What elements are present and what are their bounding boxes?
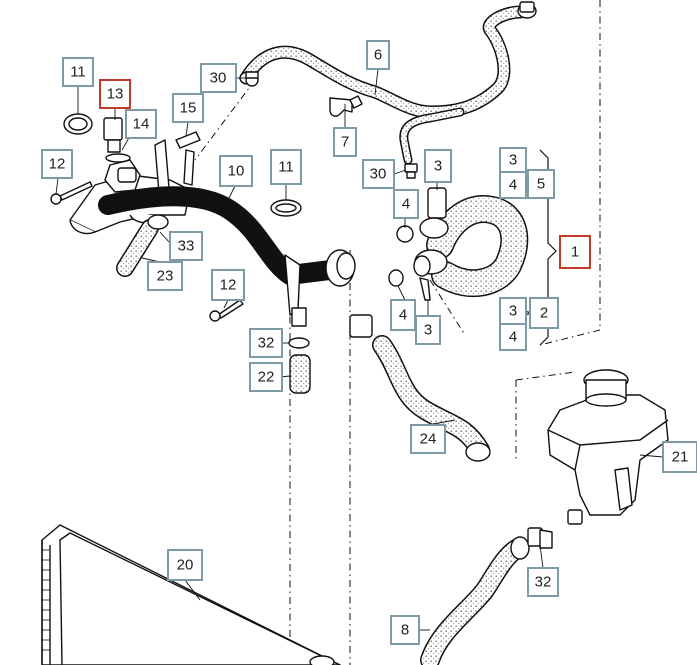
svg-text:30: 30 <box>210 70 227 87</box>
svg-text:5: 5 <box>537 176 545 193</box>
hose-23 <box>116 214 169 277</box>
o-ring-11-right <box>270 199 302 217</box>
part-label-12-left: 12 <box>41 149 73 179</box>
o-ring-11-left <box>63 113 93 135</box>
part-label-32-right: 32 <box>527 567 559 597</box>
svg-text:12: 12 <box>220 277 237 294</box>
svg-text:22: 22 <box>258 369 275 386</box>
part-label-3-a: 3 <box>424 149 452 183</box>
part-label-10: 10 <box>219 155 253 187</box>
part-label-13: 13 <box>99 79 131 109</box>
part-label-21: 21 <box>662 441 697 473</box>
svg-text:11: 11 <box>278 159 294 176</box>
seal-15 <box>175 131 201 149</box>
part-label-32-left: 32 <box>249 328 283 358</box>
hose-22 <box>288 307 311 394</box>
part-label-4-b: 4 <box>499 171 527 199</box>
part-label-24: 24 <box>410 424 446 454</box>
part-label-11-left: 11 <box>62 57 94 87</box>
part-label-33: 33 <box>169 231 203 261</box>
bolt-12-right <box>209 299 244 322</box>
svg-text:30: 30 <box>370 166 387 183</box>
part-label-11-right: 11 <box>270 149 302 185</box>
expansion-tank-21 <box>547 369 669 525</box>
hose-8 <box>420 527 553 665</box>
svg-text:4: 4 <box>399 307 407 324</box>
temperature-sensor-13 <box>103 117 131 163</box>
svg-text:1: 1 <box>571 244 579 261</box>
hose-6 <box>239 1 537 165</box>
part-label-8: 8 <box>390 615 420 645</box>
svg-text:23: 23 <box>157 268 174 285</box>
part-label-4-d: 4 <box>499 323 527 351</box>
svg-text:3: 3 <box>509 303 517 320</box>
svg-text:10: 10 <box>228 163 245 180</box>
svg-text:4: 4 <box>509 329 517 346</box>
svg-text:20: 20 <box>177 557 194 574</box>
part-label-20: 20 <box>167 549 203 581</box>
svg-text:14: 14 <box>133 116 150 133</box>
part-label-1: 1 <box>559 235 591 269</box>
clamp-30-mid <box>404 163 418 179</box>
part-label-2: 2 <box>529 297 559 329</box>
part-label-12-right: 12 <box>211 269 245 301</box>
svg-text:3: 3 <box>509 152 517 169</box>
part-label-3-b: 3 <box>499 147 527 173</box>
svg-text:33: 33 <box>178 238 195 255</box>
svg-text:3: 3 <box>434 158 442 175</box>
svg-text:2: 2 <box>540 305 548 322</box>
svg-text:11: 11 <box>70 64 86 81</box>
svg-text:24: 24 <box>420 431 437 448</box>
part-label-14: 14 <box>125 109 157 139</box>
brace-1 <box>539 149 557 346</box>
svg-text:21: 21 <box>672 449 689 466</box>
clamp-30-top <box>245 71 259 87</box>
svg-text:13: 13 <box>107 86 124 103</box>
clip-7 <box>329 95 363 117</box>
svg-text:4: 4 <box>509 177 517 194</box>
svg-text:8: 8 <box>401 622 409 639</box>
leader-lines <box>55 68 664 631</box>
svg-text:32: 32 <box>535 574 552 591</box>
part-label-22: 22 <box>249 362 283 392</box>
svg-text:6: 6 <box>374 47 382 64</box>
part-label-23: 23 <box>147 261 183 291</box>
hose-24 <box>349 314 491 462</box>
part-label-5: 5 <box>527 169 555 199</box>
part-label-30-top: 30 <box>200 63 237 93</box>
coolant-pipe-10 <box>98 149 356 316</box>
svg-text:7: 7 <box>341 134 349 151</box>
part-label-3-c: 3 <box>415 315 441 345</box>
svg-text:12: 12 <box>49 156 66 173</box>
hose-1-assembly <box>388 187 529 301</box>
part-label-4-a: 4 <box>393 189 419 219</box>
svg-text:15: 15 <box>180 100 197 117</box>
svg-text:4: 4 <box>402 196 410 213</box>
svg-text:3: 3 <box>424 322 432 339</box>
part-label-3-d: 3 <box>499 297 527 325</box>
part-label-4-c: 4 <box>390 299 416 331</box>
svg-text:32: 32 <box>258 335 275 352</box>
part-label-15: 15 <box>172 93 204 123</box>
radiator-20 <box>41 524 341 665</box>
part-label-7: 7 <box>333 127 357 157</box>
part-label-30-mid: 30 <box>362 159 395 189</box>
part-label-6: 6 <box>366 40 390 70</box>
